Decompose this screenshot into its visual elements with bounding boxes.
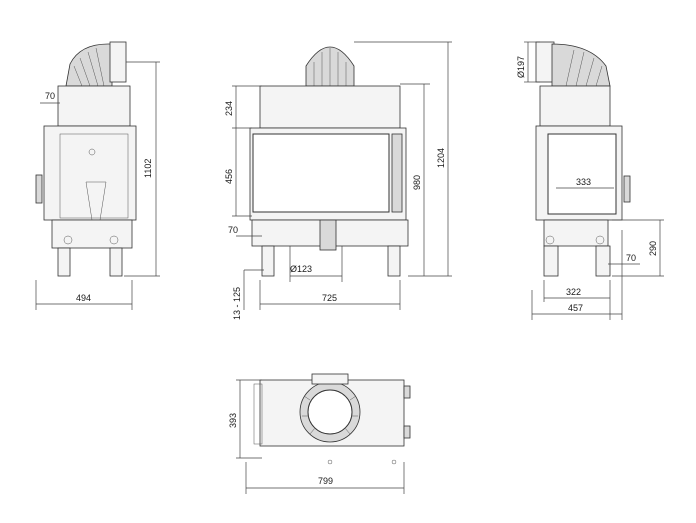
total-height-label: 1204 — [436, 148, 446, 168]
opening-height-label: 980 — [412, 175, 422, 190]
side-glass-width-label: 333 — [576, 177, 591, 187]
front-glass — [252, 133, 390, 213]
front-view: 234 456 70 13 - 125 Ø123 725 980 1204 — [224, 41, 452, 320]
side-glass — [547, 133, 617, 215]
outlet-diameter-label: Ø123 — [290, 264, 312, 274]
bottom-offset-label: 70 — [228, 225, 238, 235]
left-depth-label: 494 — [76, 293, 91, 303]
total-depth-label: 457 — [568, 303, 583, 313]
flue-diameter-label: Ø197 — [516, 56, 526, 78]
top-section-label: 234 — [224, 101, 234, 116]
base-depth-label: 322 — [566, 287, 581, 297]
inlet-height-label: 290 — [648, 241, 658, 256]
inlet-offset-label: 70 — [626, 253, 636, 263]
left-height-label: 1102 — [143, 159, 153, 178]
right-side-view: Ø197 333 290 70 322 457 — [516, 41, 664, 320]
front-width-label: 725 — [322, 293, 337, 303]
top-width-label: 799 — [318, 476, 333, 486]
top-depth-label: 393 — [228, 413, 238, 428]
top-view: 393 799 — [228, 373, 411, 494]
left-offset-label: 70 — [45, 91, 55, 101]
left-side-view: 70 1102 494 — [35, 41, 160, 310]
leg-height-label: 13 - 125 — [232, 287, 242, 320]
glass-height-label: 456 — [224, 169, 234, 184]
